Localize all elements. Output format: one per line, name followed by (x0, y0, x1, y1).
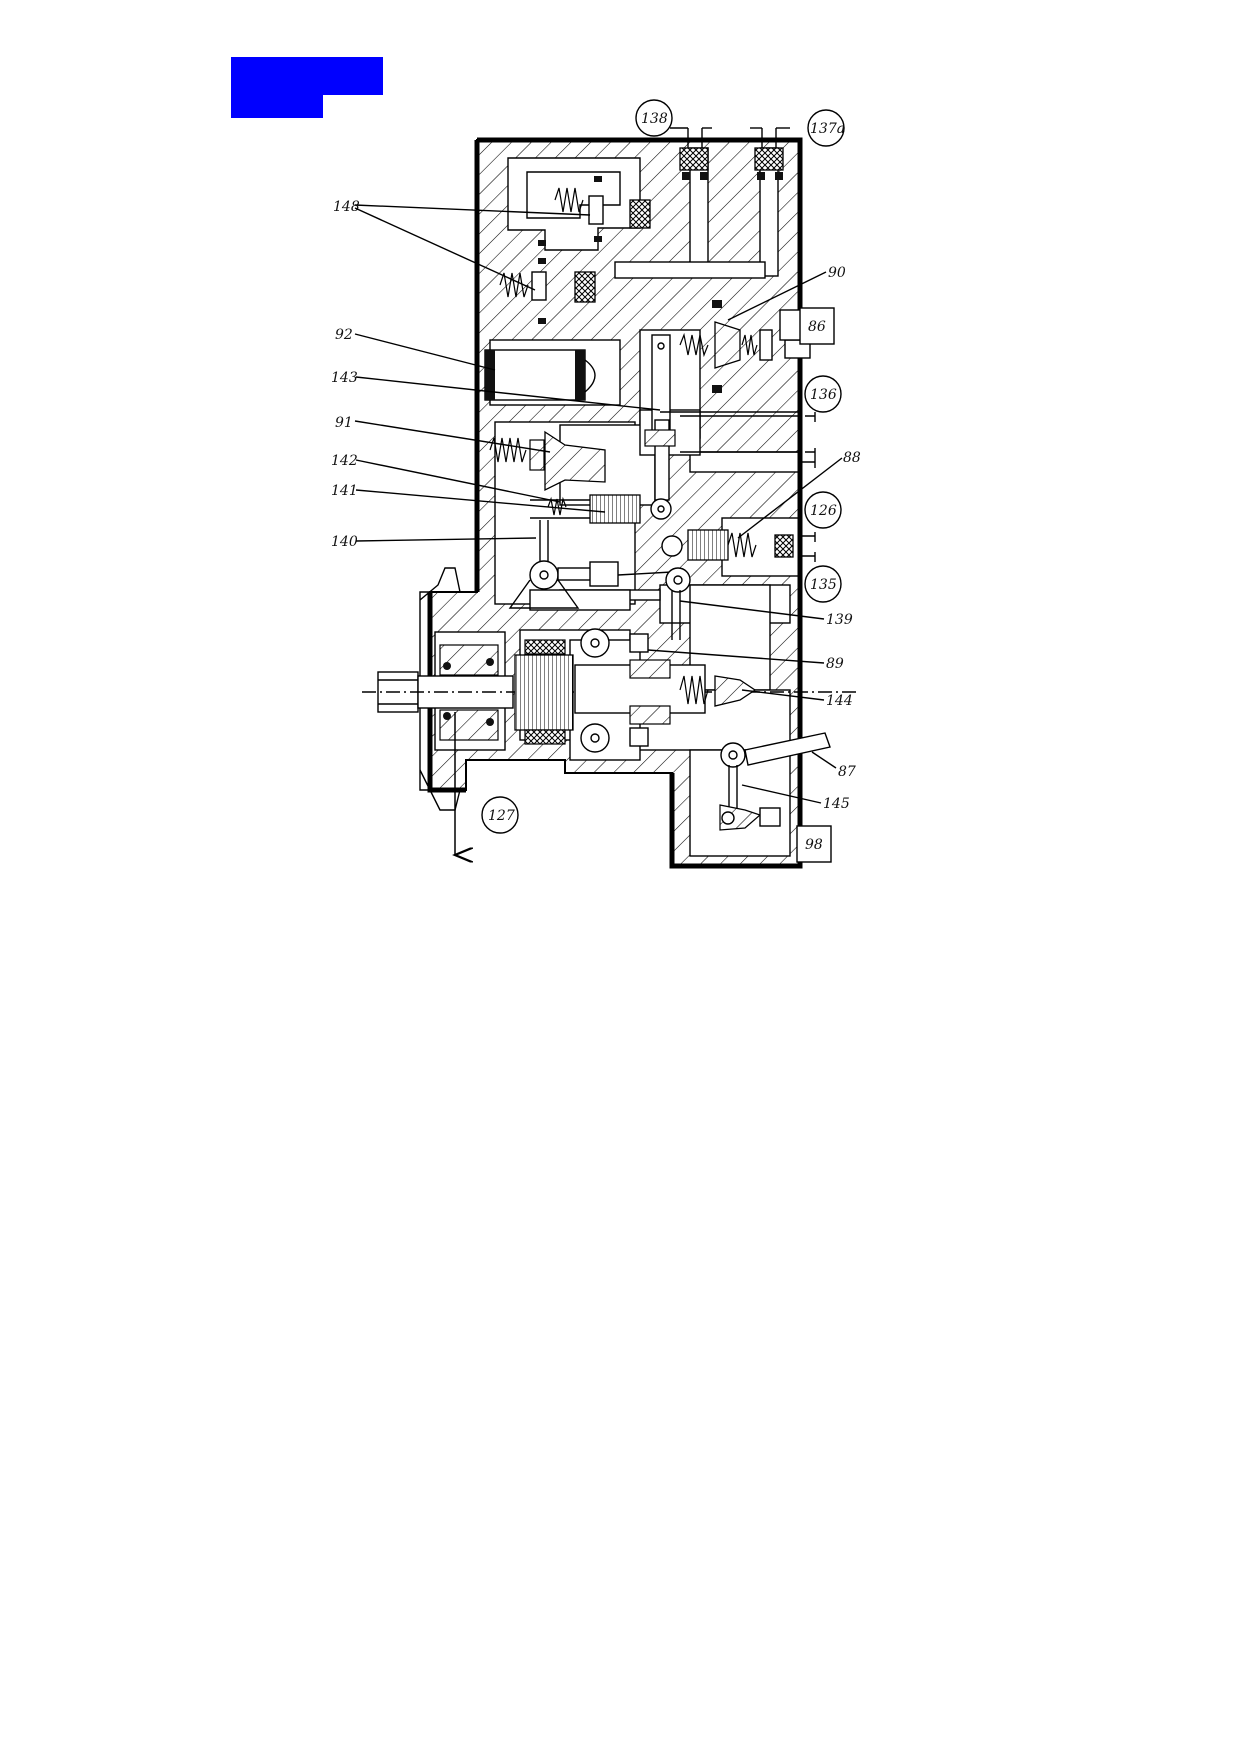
lever-87-145 (719, 732, 831, 831)
callout-145: 145 (823, 796, 850, 812)
valve-88 (661, 529, 794, 561)
callout-87: 87 (838, 764, 856, 780)
callout-88: 88 (843, 450, 861, 466)
svg-text:138: 138 (641, 111, 668, 127)
boxed-label-86: 86 (799, 307, 835, 345)
blue-tab-shape (231, 57, 383, 118)
port-label-137a: 137a (807, 109, 845, 147)
piston-92 (484, 349, 596, 401)
callout-91: 91 (335, 415, 353, 431)
callout-139: 139 (826, 612, 853, 628)
callout-143: 143 (331, 370, 358, 386)
callouts-left: 148 92 143 91 142 141 140 (331, 199, 661, 550)
relief-valves-148 (499, 176, 651, 324)
port-label-126: 126 (804, 491, 842, 529)
port-label-138: 138 (635, 99, 673, 137)
port-label-127: 127 (481, 796, 519, 834)
svg-text:126: 126 (810, 503, 837, 519)
main-shaft-assembly (362, 628, 860, 855)
callout-140: 140 (331, 534, 358, 550)
svg-text:137a: 137a (810, 121, 845, 137)
label-98: 98 (805, 837, 823, 853)
valve-91 (489, 430, 606, 492)
callout-144: 144 (826, 693, 853, 709)
svg-text:127: 127 (488, 808, 515, 824)
callout-148: 148 (333, 199, 360, 215)
top-ports (670, 127, 790, 180)
label-86: 86 (808, 319, 826, 335)
port-label-136: 136 (804, 375, 842, 413)
side-port-lines (660, 411, 816, 562)
callout-142: 142 (331, 453, 358, 469)
callout-141: 141 (331, 483, 358, 499)
callout-89: 89 (826, 656, 844, 672)
svg-text:136: 136 (810, 387, 837, 403)
linkage-139-140 (508, 520, 691, 640)
callouts-right: 90 88 139 89 144 87 145 (647, 265, 861, 812)
callout-92: 92 (335, 327, 353, 343)
svg-text:135: 135 (810, 577, 837, 593)
spool-141-142 (530, 494, 641, 524)
port-label-135: 135 (804, 565, 842, 603)
callout-90: 90 (828, 265, 846, 281)
boxed-label-98: 98 (796, 825, 832, 863)
